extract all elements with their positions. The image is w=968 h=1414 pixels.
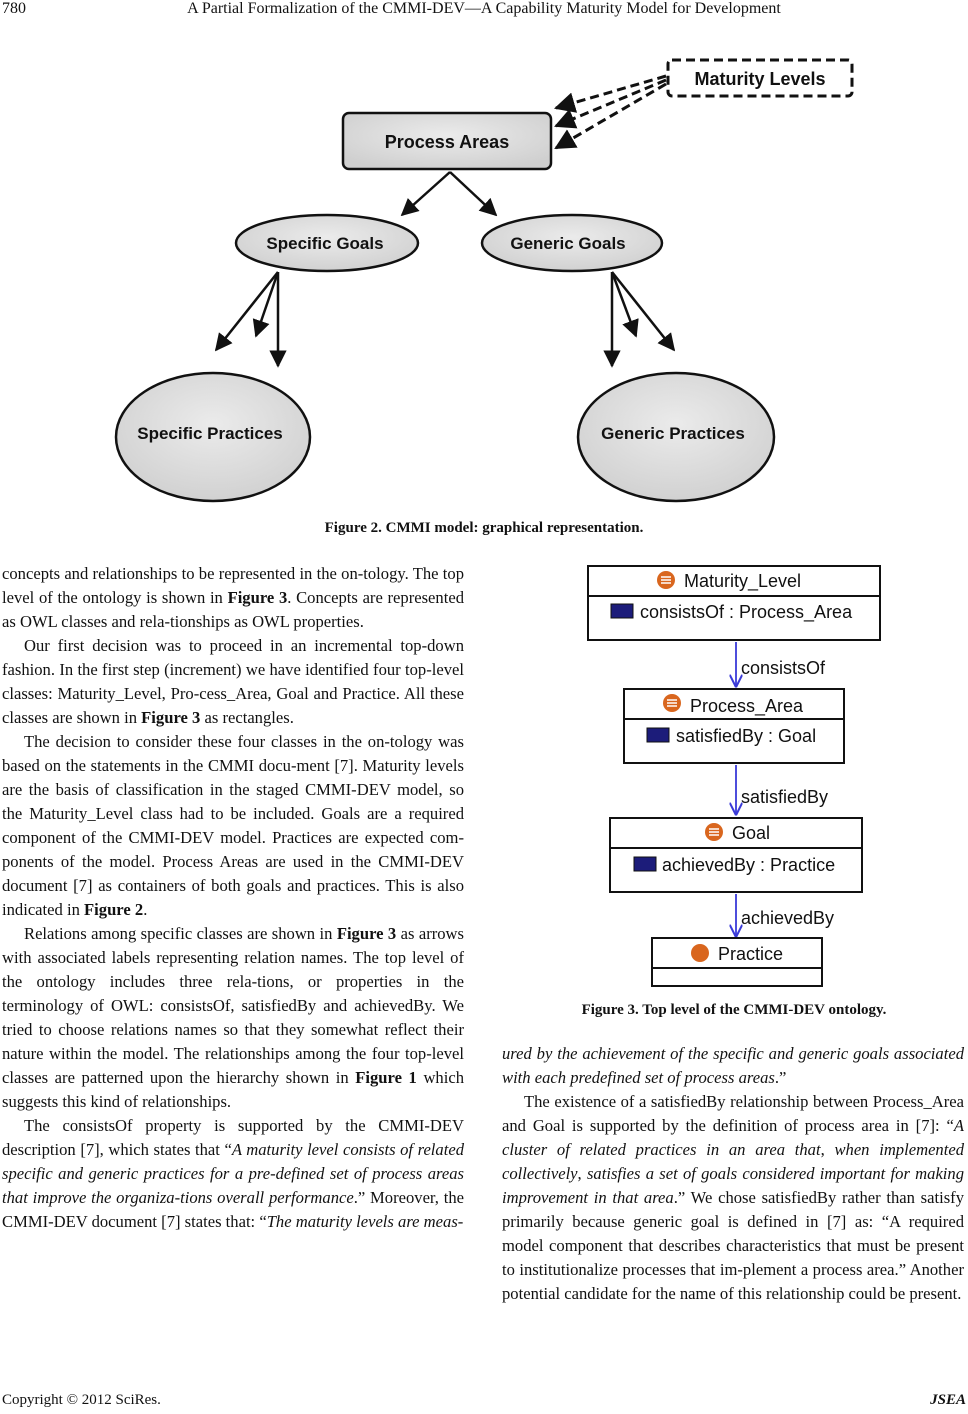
class-maturity-level: Maturity_Level consistsOf : Process_Area (587, 565, 881, 641)
class-name: Practice (718, 944, 783, 964)
paragraph: The existence of a satisfiedBy relations… (502, 1090, 964, 1306)
edge-label-consistsof: consistsOf (741, 658, 826, 678)
text-run: Figure 2 (84, 900, 144, 919)
class-property: achievedBy : Practice (662, 855, 835, 875)
text-run: A cluster of related practices in an are… (502, 1116, 964, 1159)
text-run: The maturity levels are meas- (266, 1212, 464, 1231)
text-run: .” We chose satisfiedBy rather than sati… (502, 1188, 964, 1303)
specific-goals-ellipse (234, 213, 420, 273)
process-areas-box (341, 111, 553, 171)
class-practice: Practice (651, 937, 823, 987)
text-run: A maturity level consists of related spe… (2, 1140, 464, 1207)
text-run: The decision to consider these four clas… (2, 732, 464, 919)
running-title: A Partial Formalization of the CMMI-DEV—… (187, 0, 781, 17)
maturity-dashed-arrows (553, 74, 667, 150)
generic-practices-label: Generic Practices (601, 424, 745, 443)
specific-practices-ellipse (114, 371, 312, 503)
maturity-levels-label: Maturity Levels (694, 69, 825, 89)
text-run: satisfies a set of goals considered impo… (502, 1164, 965, 1207)
text-run: . Concepts are represented as OWL classe… (2, 588, 464, 631)
text-run: , (820, 1140, 835, 1159)
text-run: which suggests this kind of relationship… (2, 1068, 464, 1111)
page-number: 780 (2, 0, 26, 17)
process-to-goals-arrows (400, 171, 498, 217)
copyright: Copyright © 2012 SciRes. (2, 1392, 161, 1408)
figure-3-caption: Figure 3. Top level of the CMMI-DEV onto… (581, 1002, 887, 1018)
text-run: concepts and relationships to be represe… (2, 564, 464, 607)
class-process-area: Process_Area satisfiedBy : Goal (623, 688, 845, 764)
process-areas-label: Process Areas (385, 132, 509, 152)
paragraph: concepts and relationships to be represe… (2, 562, 464, 634)
text-run: , (577, 1164, 587, 1183)
text-run: Our first decision was to proceed in an … (2, 636, 464, 727)
running-header: 780 A Partial Formalization of the CMMI-… (0, 0, 968, 22)
maturity-levels-box (666, 58, 854, 98)
text-run: when implemented collectively (502, 1140, 965, 1183)
generic-goals-label: Generic Goals (510, 234, 625, 253)
figure-2-cmmi-model: Maturity Levels Process Areas Specific G… (114, 58, 854, 503)
text-run: The consistsOf property is supported by … (2, 1116, 464, 1159)
text-run: as rectangles. (200, 708, 294, 727)
left-column: concepts and relationships to be represe… (2, 562, 464, 1234)
text-run: Figure 3 (141, 708, 201, 727)
text-run: ured by the achievement of the specific … (502, 1044, 964, 1087)
text-run: .” (774, 1068, 787, 1087)
text-run: .” Moreover, the CMMI-DEV document [7] s… (2, 1188, 464, 1231)
text-run: Relations among specific classes are sho… (24, 924, 337, 943)
paragraph: The decision to consider these four clas… (2, 730, 464, 922)
generic-practices-ellipse (576, 371, 776, 503)
class-property: satisfiedBy : Goal (676, 726, 816, 746)
text-run: Figure 3 (227, 588, 288, 607)
text-run: Figure 1 (355, 1068, 417, 1087)
paragraph: ured by the achievement of the specific … (502, 1042, 964, 1090)
class-goal: Goal achievedBy : Practice (609, 817, 863, 893)
property-icon (646, 727, 670, 743)
class-name: Goal (732, 823, 770, 843)
figure-3-ontology: Maturity_Level consistsOf : Process_Area… (587, 565, 881, 987)
figure-2-caption: Figure 2. CMMI model: graphical represen… (324, 520, 644, 536)
class-icon (691, 944, 709, 962)
right-column: ured by the achievement of the specific … (502, 1042, 964, 1306)
goals-to-practices-arrows (214, 271, 676, 368)
property-icon (610, 603, 634, 619)
text-run: as arrows with associated labels represe… (2, 924, 464, 1087)
text-run: Figure 3 (336, 924, 397, 943)
edge-label-satisfiedby: satisfiedBy (741, 787, 828, 807)
class-name: Maturity_Level (684, 571, 801, 592)
class-property: consistsOf : Process_Area (640, 602, 853, 623)
specific-goals-label: Specific Goals (266, 234, 383, 253)
specific-practices-label: Specific Practices (137, 424, 283, 443)
edge-label-achievedby: achievedBy (741, 908, 834, 928)
class-name: Process_Area (690, 696, 804, 717)
paragraph: Relations among specific classes are sho… (2, 922, 464, 1114)
generic-goals-ellipse (480, 213, 664, 273)
property-icon (633, 856, 657, 872)
journal-abbrev: JSEA (930, 1392, 966, 1408)
text-run: . (143, 900, 148, 919)
text-run: The existence of a satisfiedBy relations… (502, 1092, 964, 1135)
paragraph: The consistsOf property is supported by … (2, 1114, 464, 1234)
paragraph: Our first decision was to proceed in an … (2, 634, 464, 730)
